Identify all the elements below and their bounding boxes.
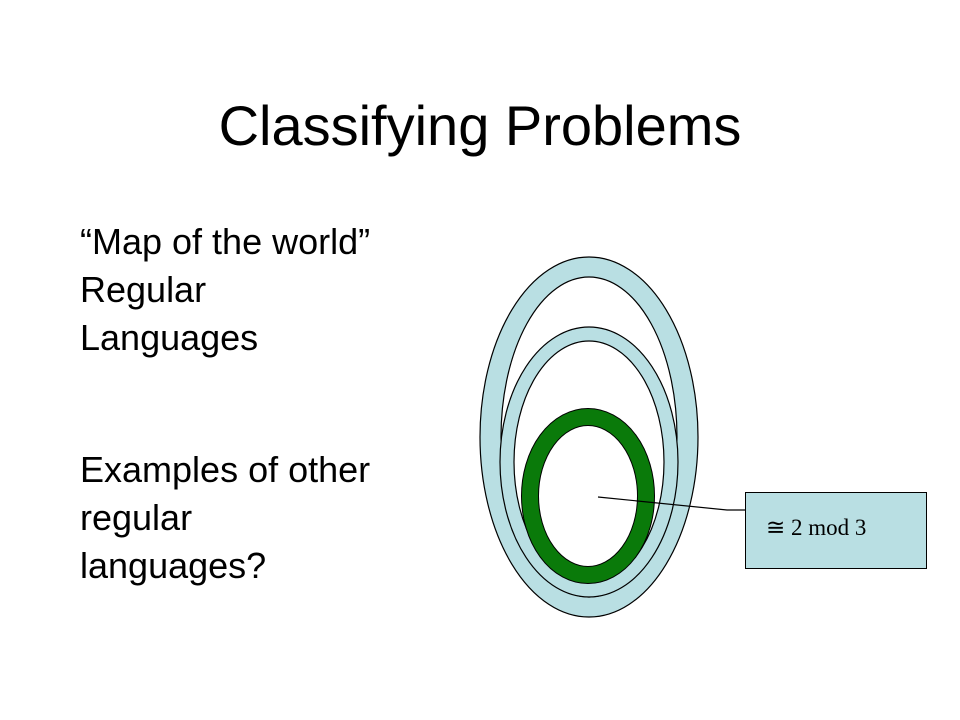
bullet-line: Languages <box>80 317 259 358</box>
bullet-line: regular <box>80 497 193 538</box>
callout-leader-line <box>597 496 746 511</box>
bullet-map-of-the-world: “Map of the world” Regular Languages <box>80 218 498 362</box>
callout-box: ≅ 2 mod 3 <box>745 492 927 569</box>
slide-title: Classifying Problems <box>218 94 742 157</box>
callout-label: ≅ 2 mod 3 <box>766 515 867 540</box>
example-language-ring <box>521 408 655 584</box>
bullet-line: Examples of other <box>80 449 371 490</box>
bullet-line: Regular <box>80 269 207 310</box>
bullet-line: languages? <box>80 545 267 586</box>
bullet-line: “Map of the world” <box>80 221 371 262</box>
bullet-examples: Examples of other regular languages? <box>80 446 498 590</box>
